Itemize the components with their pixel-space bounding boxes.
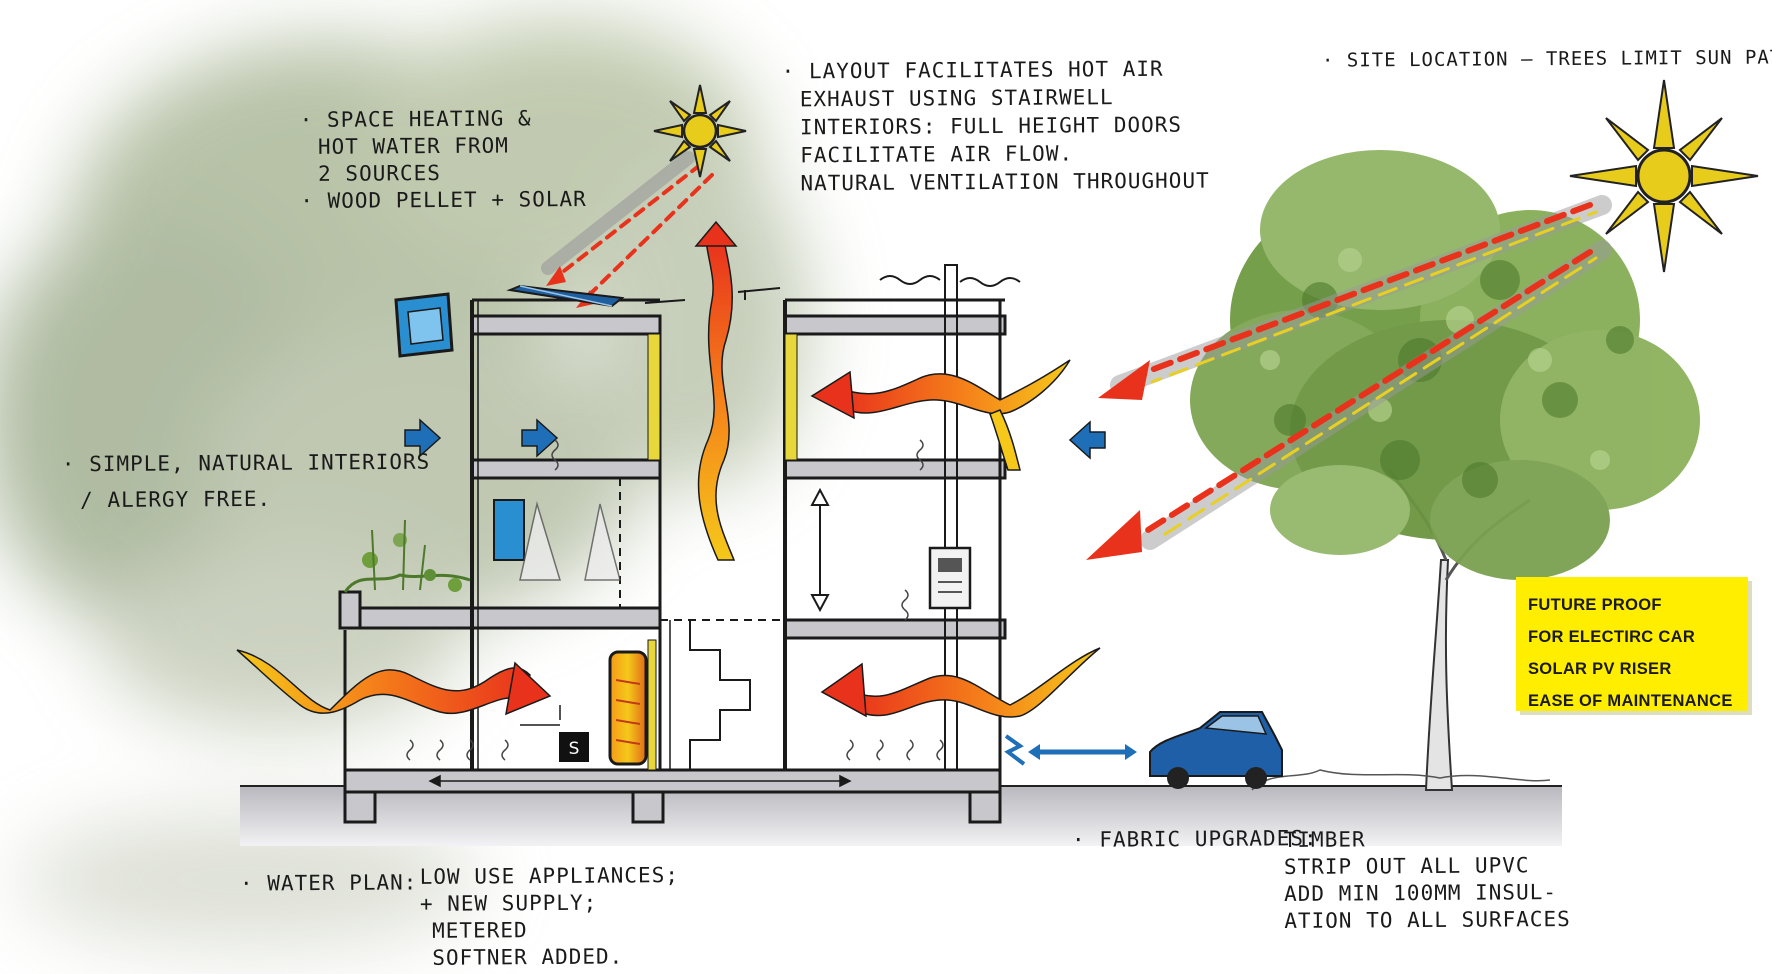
note-line: · SPACE HEATING & xyxy=(299,106,532,133)
sun-ray-arrows xyxy=(541,151,1612,560)
note-line: METERED xyxy=(432,918,528,943)
note-line: LOW USE APPLIANCES; xyxy=(419,863,680,889)
hot-water-cylinder xyxy=(559,650,648,766)
note-layout: · LAYOUT FACILITATES HOT AIR EXHAUST USI… xyxy=(782,55,1210,198)
vertical-air-arrow xyxy=(810,487,830,613)
note-heating: · SPACE HEATING & HOT WATER FROM 2 SOURC… xyxy=(300,105,587,215)
light-beams xyxy=(519,501,621,581)
note-line: INTERIORS: FULL HEIGHT DOORS xyxy=(799,112,1183,140)
note-site: · SITE LOCATION – TREES LIMIT SUN PATH. xyxy=(1322,44,1772,74)
note-line: FACILITATE AIR FLOW. xyxy=(800,141,1074,168)
note-fabric: TIMBER STRIP OUT ALL UPVC ADD MIN 100MM … xyxy=(1284,825,1571,935)
note-line: / ALERGY FREE. xyxy=(80,486,272,513)
electric-car-icon xyxy=(1149,711,1283,789)
note-fabric-title: · FABRIC UPGRADES: xyxy=(1072,825,1318,854)
note-water-title: · WATER PLAN: xyxy=(240,869,418,897)
heat-squiggles xyxy=(406,439,944,761)
callout-line: EASE OF MAINTENANCE xyxy=(1528,692,1733,710)
note-line: · FABRIC UPGRADES: xyxy=(1071,826,1318,852)
note-line: · WATER PLAN: xyxy=(239,870,418,896)
note-line: 2 SOURCES xyxy=(318,161,441,186)
note-line: STRIP OUT ALL UPVC xyxy=(1283,853,1530,880)
note-line: ATION TO ALL SURFACES xyxy=(1284,906,1571,933)
note-line: EXHAUST USING STAIRWELL xyxy=(799,85,1114,112)
future-proof-callout: FUTURE PROOF FOR ELECTIRC CAR SOLAR PV R… xyxy=(1516,577,1748,711)
window xyxy=(493,499,525,561)
note-water: LOW USE APPLIANCES; + NEW SUPPLY; METERE… xyxy=(420,862,680,972)
callout-line: FUTURE PROOF xyxy=(1528,596,1662,614)
meter-box xyxy=(928,546,972,610)
note-line: TIMBER xyxy=(1283,827,1366,853)
note-line: NATURAL VENTILATION THROUGHOUT xyxy=(800,168,1210,196)
hot-air-flow xyxy=(236,220,1101,718)
callout-line: SOLAR PV RISER xyxy=(1528,660,1672,678)
sun-icon xyxy=(1569,79,1759,273)
ground-section xyxy=(240,785,1562,846)
note-line: ADD MIN 100MM INSUL- xyxy=(1284,880,1558,906)
note-line: · LAYOUT FACILITATES HOT AIR xyxy=(781,56,1164,84)
charging-arrow xyxy=(1004,734,1137,766)
note-line: SOFTNER ADDED. xyxy=(432,944,624,970)
green-roof-planting xyxy=(343,519,471,593)
service-pipe-arrows xyxy=(428,705,852,788)
tree xyxy=(1190,150,1700,791)
callout-line: FOR ELECTIRC CAR xyxy=(1528,628,1696,646)
sun-icon xyxy=(653,84,747,178)
note-interiors: · SIMPLE, NATURAL INTERIORS / ALERGY FRE… xyxy=(62,444,431,519)
note-line: · SITE LOCATION – TREES LIMIT SUN PATH. xyxy=(1321,46,1772,72)
note-line: · WOOD PELLET + SOLAR xyxy=(300,186,587,213)
solar-pv-panel xyxy=(506,284,625,308)
background-tree-blur xyxy=(0,20,810,950)
wind-squiggle xyxy=(879,275,1021,287)
note-line: + NEW SUPPLY; xyxy=(419,890,598,916)
pellet-stove-label: S xyxy=(569,739,580,759)
note-line: · SIMPLE, NATURAL INTERIORS xyxy=(61,449,431,477)
fresh-air-inlet-arrows xyxy=(404,418,1106,460)
window xyxy=(394,292,454,358)
note-line: HOT WATER FROM xyxy=(317,133,510,159)
